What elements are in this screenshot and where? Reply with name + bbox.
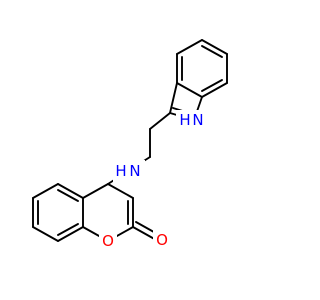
atom-label-background [176, 110, 210, 130]
indole-benzene-ring [176, 39, 228, 98]
double-bond-inner [201, 79, 223, 92]
atom-label-ring-o: O [102, 232, 114, 250]
bond [32, 183, 59, 199]
bond [176, 82, 203, 98]
atom-indole-nh: H N [176, 110, 210, 130]
atom-label-background [153, 230, 171, 250]
bond [107, 183, 134, 199]
atom-label-amine-h: H [115, 162, 126, 180]
double-bond-inner [57, 189, 79, 202]
double-bond-inner [201, 45, 223, 58]
bond [82, 183, 109, 199]
double-bond-inner [57, 223, 79, 236]
coumarin-benzene-ring [32, 183, 84, 242]
bond [201, 82, 228, 98]
atom-label-carbonyl-o: O [156, 231, 168, 249]
atom-carbonyl-oxygen: O [153, 230, 171, 250]
bond [201, 39, 228, 55]
atom-label-background [113, 160, 145, 182]
bond [169, 82, 178, 114]
bond [32, 226, 59, 242]
atom-label-background [99, 231, 117, 251]
bond [57, 183, 84, 199]
atom-label-indole-h: H [179, 111, 190, 129]
bond [176, 39, 203, 55]
bond [57, 226, 84, 242]
atom-amine-nh: H N [113, 160, 145, 182]
atom-label-indole-n: N [192, 111, 203, 129]
molecule-structure-diagram: H N H N O O [32, 39, 228, 251]
bond [149, 112, 171, 130]
atom-label-amine-n: N [129, 162, 140, 180]
atom-ring-oxygen: O [99, 231, 117, 251]
